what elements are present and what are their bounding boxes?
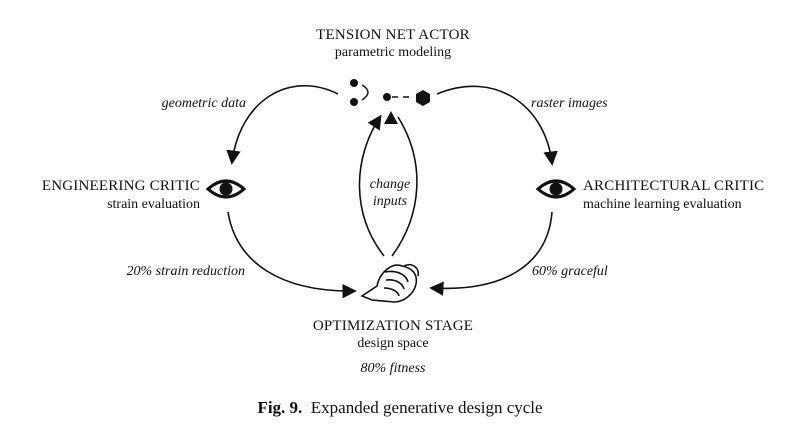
optimization-subtitle: design space (357, 336, 429, 351)
edge-label-raster-images: raster images (531, 96, 608, 111)
arrow-engineering-to-optimization (227, 211, 357, 299)
eye-icon (535, 179, 577, 199)
eye-icon (205, 179, 247, 199)
edge-label-change: change (369, 177, 411, 192)
change-inputs-arrowhead (384, 111, 398, 124)
edge-label-inputs: inputs (372, 194, 408, 209)
engineering-critic-subtitle: strain evaluation (107, 197, 200, 212)
figure-caption-label: Fig. 9. (257, 398, 303, 417)
optimization-title: OPTIMIZATION STAGE (312, 318, 474, 334)
arrow-actor-to-architectural (436, 85, 558, 166)
node-network-icon (350, 79, 430, 106)
edge-label-geometric-data: geometric data (161, 96, 246, 111)
hand-icon (360, 263, 420, 303)
figure-caption: Fig. 9. Expanded generative design cycle (257, 398, 542, 418)
optimization-metric: 80% fitness (360, 361, 426, 376)
edge-label-strain-reduction: 20% strain reduction (126, 264, 245, 279)
arrow-optimization-to-actor-left (358, 114, 385, 257)
architectural-critic-title: ARCHITECTURAL CRITIC (583, 178, 765, 194)
arrow-architectural-to-optimization (429, 211, 553, 296)
arrow-actor-to-engineering (226, 84, 339, 165)
engineering-critic-title: ENGINEERING CRITIC (41, 178, 200, 194)
figure-caption-text: Expanded generative design cycle (310, 398, 543, 417)
arrow-optimization-to-actor-right (391, 116, 418, 257)
edge-label-graceful: 60% graceful (532, 264, 608, 279)
architectural-critic-subtitle: machine learning evaluation (583, 197, 742, 212)
actor-subtitle: parametric modeling (334, 45, 452, 60)
actor-title: TENSION NET ACTOR (316, 27, 470, 43)
